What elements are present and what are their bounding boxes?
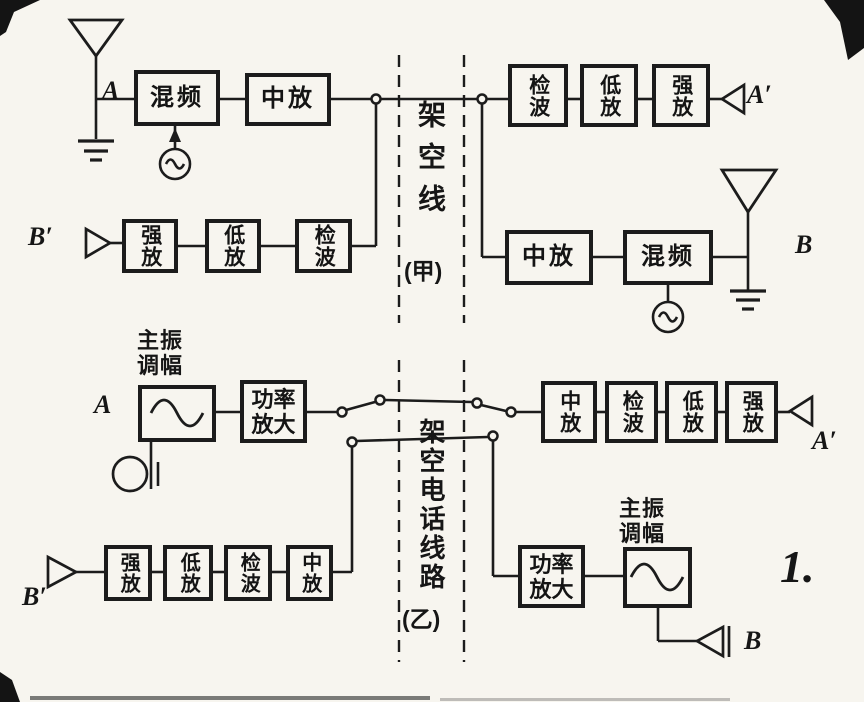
- block-if-amp: 中放: [505, 230, 593, 285]
- block-power-amp: 强放: [122, 219, 178, 273]
- block-power-amp: 强放: [725, 381, 778, 443]
- oscillator-caption: 主振 调幅: [600, 496, 684, 546]
- earpiece-icon: [719, 82, 746, 116]
- terminal-label-a-prime: A′: [747, 80, 772, 109]
- dashed-line-boundary: [397, 55, 466, 662]
- terminal-label-b-prime: B′: [22, 582, 47, 611]
- block-if-amp: 中放: [245, 73, 331, 126]
- oscillator-caption-line1: 主振: [136, 328, 183, 353]
- block-master-oscillator: [623, 547, 692, 608]
- block-power-amp: 强放: [652, 64, 710, 127]
- terminal-label-a-prime: A′: [812, 426, 837, 455]
- oscillator-caption-line2: 调幅: [136, 353, 183, 378]
- terminal-label-b: B: [795, 230, 813, 259]
- terminal-label-a: A: [94, 390, 112, 419]
- oscillator-caption-line2: 调幅: [618, 521, 665, 546]
- block-power-amplifier: 功率放大: [240, 380, 307, 443]
- block-detector: 检波: [508, 64, 568, 127]
- block-lf-amp: 低放: [163, 545, 213, 601]
- terminal-label-b: B: [744, 626, 762, 655]
- antenna-icon: [67, 18, 125, 59]
- block-detector: 检波: [224, 545, 272, 601]
- block-detector: 检波: [295, 219, 352, 273]
- earpiece-icon: [84, 226, 113, 260]
- oscillator-caption: 主振 调幅: [120, 328, 200, 378]
- line-tag-jia: (甲): [404, 258, 443, 284]
- microphone-icon: [111, 455, 149, 493]
- earpiece-icon: [46, 554, 79, 590]
- block-lf-amp: 低放: [580, 64, 638, 127]
- oscillator-caption-line1: 主振: [618, 496, 665, 521]
- figure-number: 1.: [780, 541, 815, 592]
- speaker-icon: [694, 624, 725, 659]
- line-label-overhead-wire: 架空线: [415, 100, 446, 226]
- oscillator-icon: [158, 147, 685, 334]
- terminal-label-a: A: [102, 76, 120, 105]
- terminal-circle: [336, 93, 517, 448]
- block-detector: 检波: [605, 381, 658, 443]
- earpiece-icon: [787, 394, 814, 428]
- line-tag-yi: (乙): [402, 606, 441, 632]
- antenna-icon: [719, 168, 779, 215]
- sine-wave-icon: [149, 398, 685, 592]
- terminal-label-b-prime: B′: [28, 222, 53, 251]
- block-if-amp: 中放: [541, 381, 597, 443]
- block-if-amp: 中放: [286, 545, 333, 601]
- block-mixer: 混频: [623, 230, 713, 285]
- block-lf-amp: 低放: [665, 381, 718, 443]
- arrow-up-icon: [169, 128, 181, 142]
- block-lf-amp: 低放: [205, 219, 261, 273]
- block-power-amplifier: 功率放大: [518, 545, 585, 608]
- block-master-oscillator: [138, 385, 216, 442]
- block-power-amp: 强放: [104, 545, 152, 601]
- ground-icon: [78, 139, 766, 311]
- wires: [76, 56, 790, 643]
- block-mixer: 混频: [134, 70, 220, 126]
- line-label-overhead-telephone-line: 架空电话线路: [416, 418, 446, 592]
